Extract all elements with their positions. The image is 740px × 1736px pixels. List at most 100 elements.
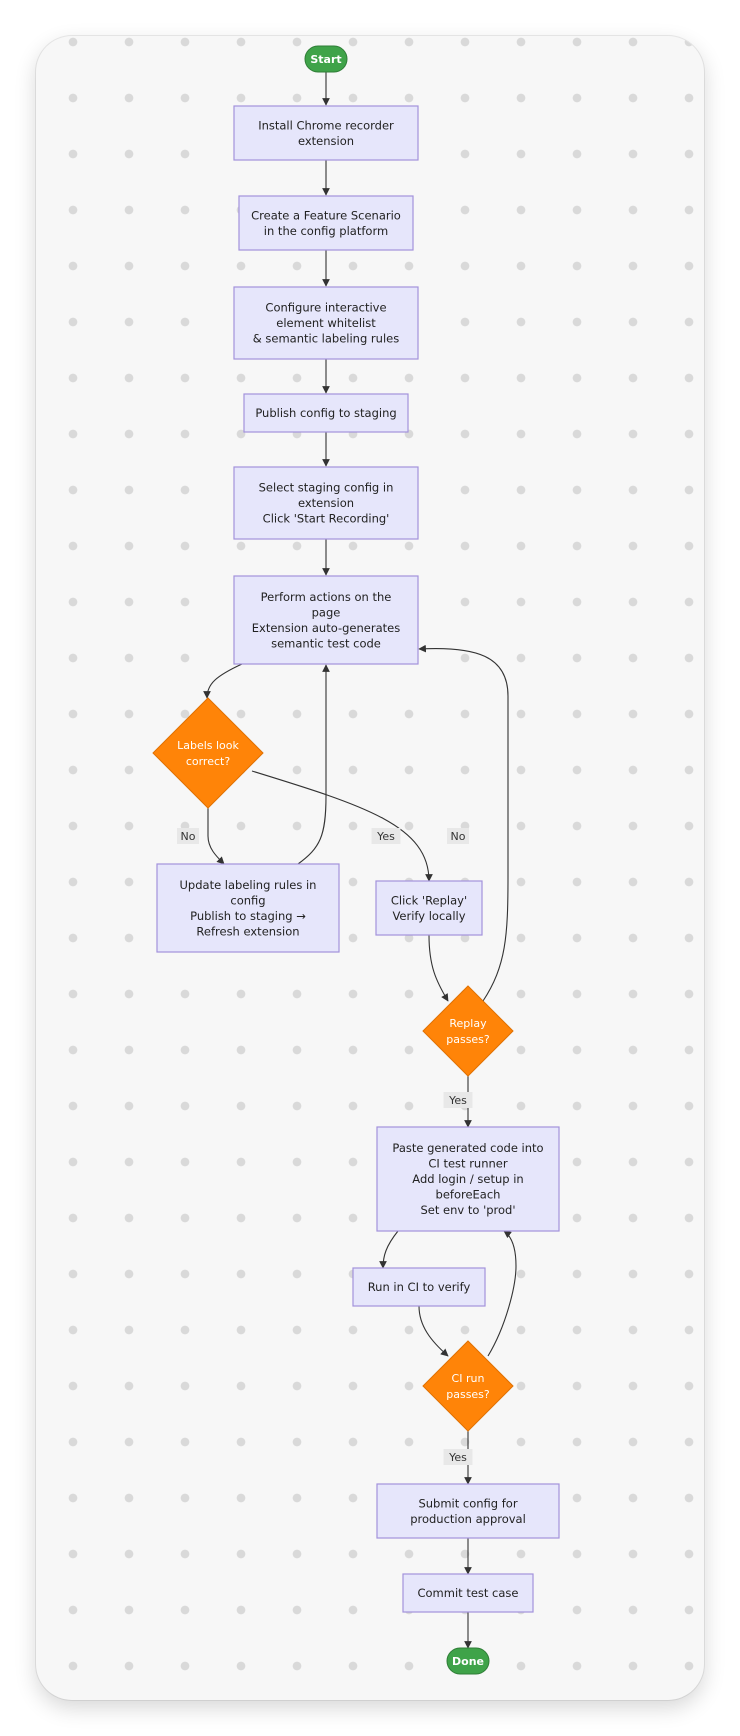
node-label-line: in the config platform bbox=[264, 224, 388, 238]
node-label-line: Extension auto-generates bbox=[252, 621, 400, 635]
node-label-line: production approval bbox=[410, 1512, 526, 1526]
edge-label-bg bbox=[443, 1092, 473, 1108]
node-label-line: Done bbox=[452, 1655, 484, 1668]
node-label-line: Add login / setup in bbox=[412, 1172, 523, 1186]
edge-label-text: Yes bbox=[448, 1094, 467, 1107]
process-box bbox=[376, 1483, 560, 1539]
node-label-line: Publish to staging → bbox=[190, 909, 306, 923]
edge-replay-dec bbox=[428, 934, 449, 1002]
edge-cidec-paste bbox=[487, 1230, 517, 1357]
node-label-line: Click 'Replay' bbox=[391, 893, 467, 907]
process-box bbox=[233, 286, 419, 360]
node-submit[interactable]: Submit config for production approval bbox=[376, 1483, 560, 1539]
node-label-line: Set env to 'prod' bbox=[421, 1203, 516, 1217]
process-box bbox=[352, 1267, 486, 1307]
edge-label-bg bbox=[447, 828, 469, 844]
edge-label-text: No bbox=[451, 830, 466, 843]
node-start[interactable]: Start bbox=[304, 45, 348, 73]
edge-label-text: Yes bbox=[376, 830, 395, 843]
node-label-line: element whitelist bbox=[276, 316, 376, 330]
node-paste[interactable]: Paste generated code into CI test runnerA… bbox=[376, 1126, 560, 1232]
node-label-line: Update labeling rules in bbox=[180, 878, 317, 892]
decision-diamond bbox=[422, 1340, 514, 1432]
node-label-line: Run in CI to verify bbox=[368, 1280, 471, 1294]
node-labels[interactable]: Labels look correct? bbox=[152, 697, 264, 809]
node-install[interactable]: Install Chrome recorder extension bbox=[233, 105, 419, 161]
decision-diamond bbox=[152, 697, 264, 809]
process-box bbox=[156, 863, 340, 953]
node-label-line: page bbox=[312, 605, 341, 619]
process-box bbox=[375, 880, 483, 936]
node-label-line: CI test runner bbox=[428, 1157, 507, 1171]
process-box bbox=[233, 466, 419, 540]
edge-update-perform bbox=[297, 664, 330, 865]
node-label-line: extension bbox=[298, 496, 354, 510]
edge-labels-update bbox=[207, 808, 225, 865]
node-label-line: passes? bbox=[446, 1388, 490, 1401]
process-box bbox=[243, 393, 409, 433]
edge-label-replay-no: No bbox=[447, 828, 469, 844]
edge-label-text: Yes bbox=[448, 1451, 467, 1464]
node-label-line: passes? bbox=[446, 1033, 490, 1046]
node-commit[interactable]: Commit test case bbox=[402, 1573, 534, 1613]
node-ci-dec[interactable]: CI run passes? bbox=[422, 1340, 514, 1432]
edge-perform-labels bbox=[203, 663, 243, 699]
process-box bbox=[233, 105, 419, 161]
edge-label-labels-yes: Yes bbox=[371, 828, 401, 844]
edge-runci-cidec bbox=[418, 1305, 449, 1357]
node-label-line: Publish config to staging bbox=[255, 406, 396, 420]
node-label-line: & semantic labeling rules bbox=[253, 332, 399, 346]
node-label-line: Replay bbox=[449, 1017, 487, 1030]
node-label-line: Commit test case bbox=[417, 1586, 518, 1600]
node-label-line: Refresh extension bbox=[196, 924, 299, 938]
node-label-line: config bbox=[230, 893, 265, 907]
node-label-line: extension bbox=[298, 134, 354, 148]
process-box bbox=[233, 575, 419, 665]
node-label-line: Select staging config in bbox=[259, 481, 394, 495]
node-create[interactable]: Create a Feature Scenario in the config p… bbox=[238, 195, 414, 251]
process-box bbox=[376, 1126, 560, 1232]
edge-label-replay-yes: Yes bbox=[443, 1092, 473, 1108]
node-publish[interactable]: Publish config to staging bbox=[243, 393, 409, 433]
decision-diamond bbox=[422, 985, 514, 1077]
node-label-line: Verify locally bbox=[392, 909, 465, 923]
process-box bbox=[238, 195, 414, 251]
node-label-line: Perform actions on the bbox=[261, 590, 392, 604]
node-label-line: Start bbox=[310, 53, 341, 66]
node-replay-dec[interactable]: Replay passes? bbox=[422, 985, 514, 1077]
node-label-line: Click 'Start Recording' bbox=[263, 512, 390, 526]
node-label-line: semantic test code bbox=[271, 636, 381, 650]
edge-label-bg bbox=[371, 828, 401, 844]
node-label-line: correct? bbox=[186, 755, 231, 768]
terminal-pill bbox=[446, 1647, 490, 1675]
edge-labels-replay bbox=[251, 770, 433, 882]
node-done[interactable]: Done bbox=[446, 1647, 490, 1675]
node-label-line: CI run bbox=[452, 1372, 485, 1385]
node-label-line: Paste generated code into bbox=[392, 1141, 543, 1155]
terminal-pill bbox=[304, 45, 348, 73]
edge-label-labels-no: No bbox=[177, 828, 199, 844]
process-box bbox=[402, 1573, 534, 1613]
node-label-line: Configure interactive bbox=[265, 301, 386, 315]
edge-label-bg bbox=[443, 1449, 473, 1465]
node-label-line: Create a Feature Scenario bbox=[251, 208, 401, 222]
edge-replaydec-perform bbox=[418, 644, 509, 1002]
node-label-line: beforeEach bbox=[436, 1188, 501, 1202]
edge-labels: NoYesNoYesNoYes bbox=[177, 828, 478, 1465]
node-label-line: Submit config for bbox=[418, 1496, 517, 1510]
edge-label-ci-yes: Yes bbox=[443, 1449, 473, 1465]
node-label-line: Install Chrome recorder bbox=[258, 118, 394, 132]
edge-label-text: No bbox=[181, 830, 196, 843]
node-replay-click[interactable]: Click 'Replay' Verify locally bbox=[375, 880, 483, 936]
node-label-line: Labels look bbox=[177, 739, 239, 752]
edge-paste-runci bbox=[379, 1230, 399, 1269]
node-runci[interactable]: Run in CI to verify bbox=[352, 1267, 486, 1307]
edge-label-bg bbox=[177, 828, 199, 844]
